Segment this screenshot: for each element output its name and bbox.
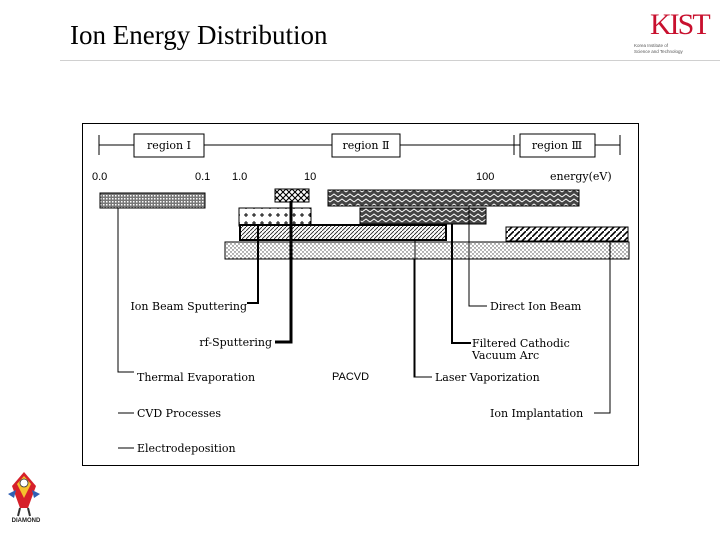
mascot-caption: DIAMOND — [11, 518, 41, 524]
tick-label-10: 10 — [304, 171, 316, 183]
region-2-box — [331, 133, 401, 158]
label-laser-vaporization: Laser Vaporization — [435, 371, 540, 384]
kist-logo: KIST Korea Institute of Science and Tech… — [612, 8, 711, 58]
label-vacuum-arc: Vacuum Arc — [471, 349, 539, 362]
region-2-label: region Ⅱ — [342, 139, 389, 152]
region-1-label: region Ⅰ — [147, 139, 191, 152]
label-electrodeposition: Electrodeposition — [137, 442, 236, 455]
logo-line-2: Science and Technology — [634, 49, 683, 54]
ion-energy-diagram: region Ⅰ region Ⅱ region Ⅲ 0.0 0.1 1.0 1… — [82, 123, 639, 466]
leader-lines — [117, 201, 611, 449]
bar-thermal-evaporation — [99, 192, 206, 209]
label-ion-implantation: Ion Implantation — [490, 407, 583, 420]
logo-wordmark: KIST — [650, 8, 711, 41]
label-thermal-evaporation: Thermal Evaporation — [137, 371, 255, 384]
title-divider — [60, 60, 720, 61]
region-1-box — [133, 133, 205, 158]
bar-direct-ion-beam — [327, 189, 580, 207]
bar-rf-sputtering — [238, 207, 312, 227]
tick-label-1: 1.0 — [232, 171, 247, 183]
bar-ion-implantation — [505, 226, 629, 242]
bar-filtered-arc — [359, 207, 487, 225]
bar-pacvd — [239, 224, 447, 241]
tick-label-0-1: 0.1 — [195, 171, 210, 183]
label-direct-ion-beam: Direct Ion Beam — [490, 300, 582, 313]
region-3-label: region Ⅲ — [532, 139, 582, 152]
region-3-box — [519, 133, 596, 158]
logo-line-1: Korea Institute of — [634, 43, 669, 48]
label-cvd-processes: CVD Processes — [137, 407, 221, 420]
mascot-figure-icon — [8, 472, 40, 517]
energy-axis-label: energy(eV) — [550, 170, 612, 183]
label-filtered-cathodic: Filtered Cathodic — [472, 337, 570, 350]
tick-label-100: 100 — [476, 171, 494, 183]
label-ion-beam-sputtering: Ion Beam Sputtering — [130, 300, 247, 313]
slide-title: Ion Energy Distribution — [70, 20, 328, 50]
bar-rf-sputtering-peak — [274, 188, 310, 203]
diamond-mascot-logo: DIAMOND — [4, 468, 44, 532]
tick-label-0: 0.0 — [92, 171, 107, 183]
label-pacvd: PACVD — [332, 371, 369, 383]
bar-cvd-laser — [224, 241, 630, 260]
label-rf-sputtering: rf-Sputtering — [199, 336, 272, 349]
diagram-frame — [82, 123, 639, 466]
